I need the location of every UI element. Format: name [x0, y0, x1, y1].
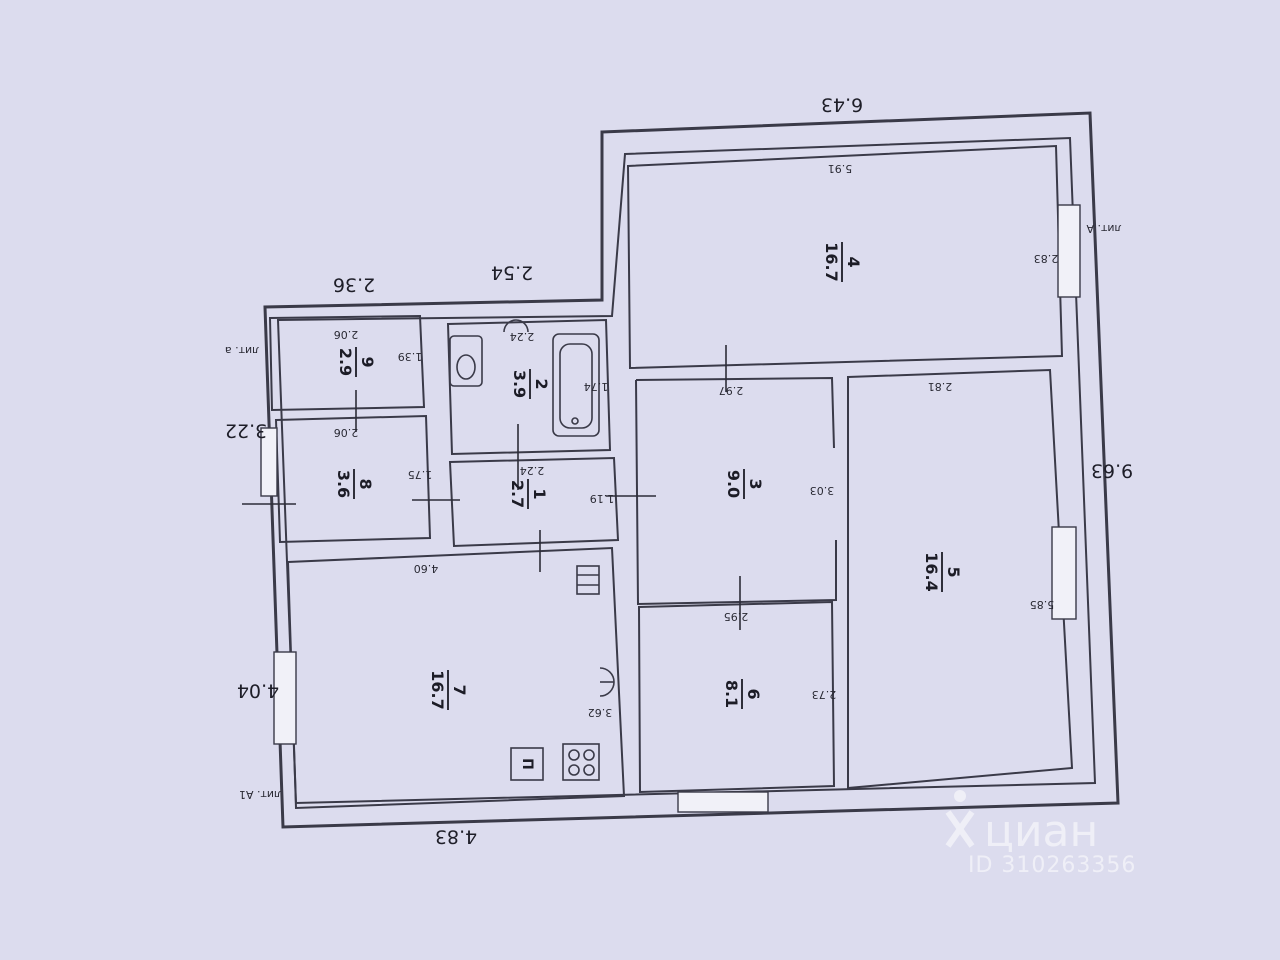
radiator-icon: [576, 565, 600, 595]
room-label-6: 68.1: [722, 679, 763, 709]
lit-label-a-main: лит. А: [1086, 222, 1122, 235]
dim-r1-w: 2.24: [520, 464, 545, 477]
room-number: 2: [532, 378, 551, 389]
window-room7: [273, 651, 297, 745]
room-label-2: 23.9: [510, 369, 551, 399]
room-label-7: 716.7: [428, 670, 469, 710]
room-8-outline: [274, 414, 432, 544]
room-area: 16.7: [822, 242, 841, 281]
lit-label-a-upper: лит. а: [225, 344, 259, 357]
window-room4: [1057, 204, 1081, 298]
dim-outer-top: 6.43: [821, 94, 863, 116]
fixtures: П: [449, 319, 615, 781]
room-label-1: 12.7: [508, 479, 549, 509]
room-4-outline: [626, 144, 1064, 370]
dim-r6-h: 2.73: [812, 688, 837, 701]
room-label-9: 92.9: [336, 347, 377, 377]
room-area: 2.9: [336, 348, 355, 376]
window-room8: [260, 427, 278, 497]
room-area: 8.1: [722, 680, 741, 708]
room-number: 7: [450, 684, 469, 695]
window-room5: [1051, 526, 1077, 620]
dim-outer-left-lower: 4.04: [237, 680, 279, 702]
oven-icon: [510, 747, 544, 781]
room-number: 6: [744, 688, 763, 699]
dim-r7-h: 3.62: [588, 706, 613, 719]
room-2-outline: [446, 318, 612, 456]
window-room6: [677, 791, 769, 813]
room-9-outline: [268, 314, 426, 412]
stove-icon: [562, 743, 600, 781]
stove-letter: П: [519, 758, 535, 770]
room-area: 16.7: [428, 670, 447, 709]
door-ticks: [242, 345, 741, 630]
room-number: 5: [944, 566, 963, 577]
outer-walls: [263, 111, 1120, 829]
room-label-4: 416.7: [822, 242, 863, 282]
room-1-outline: [448, 456, 620, 548]
labels-layer: 6.43 9.63 4.83 4.04 3.22 2.36 2.54 лит. А лит. а…: [225, 94, 1133, 848]
dim-step-left: 2.36: [333, 274, 375, 296]
dim-r9-w: 2.06: [334, 328, 359, 341]
room-number: 4: [844, 256, 863, 267]
toilet-icon: [449, 335, 483, 387]
room-area: 9.0: [724, 470, 743, 498]
dim-r2-h: 1.74: [584, 380, 609, 393]
dim-outer-right: 9.63: [1091, 460, 1133, 482]
dim-r5-w: 2.81: [928, 380, 953, 393]
dim-r4-h: 2.83: [1034, 252, 1059, 265]
room-number: 9: [358, 356, 377, 367]
dim-outer-bottom: 4.83: [435, 826, 477, 848]
dim-step-mid: 2.54: [491, 262, 533, 284]
room-label-3: 39.0: [724, 469, 765, 499]
dim-r9-h: 1.39: [398, 350, 423, 363]
dim-r7-w: 4.60: [414, 562, 439, 575]
bathtub-icon: [552, 333, 600, 437]
room-area: 2.7: [508, 480, 527, 508]
dim-r8-h: 1.75: [408, 468, 433, 481]
lit-label-a1: лит. А1: [239, 788, 281, 801]
room-3-lower: [635, 379, 837, 606]
windows: [260, 204, 1081, 813]
room-label-8: 83.6: [334, 469, 375, 499]
room-7-outline: [286, 546, 626, 810]
dim-r1-h: 1.19: [590, 492, 615, 505]
dim-r5-h: 5.85: [1030, 598, 1055, 611]
room-3-outline: [635, 376, 835, 449]
room-number: 1: [530, 488, 549, 499]
dim-outer-left-upper: 3.22: [225, 420, 267, 442]
room-number: 8: [356, 478, 375, 489]
room-label-5: 516.4: [922, 552, 963, 592]
room-area: 16.4: [922, 552, 941, 591]
cian-id-text: ID 310263356: [968, 853, 1136, 878]
dim-r8-w: 2.06: [334, 426, 359, 439]
room-6-outline: [637, 600, 836, 794]
room-area: 3.9: [510, 370, 529, 398]
dim-r3-h: 3.03: [810, 484, 835, 497]
dim-r6-w: 2.95: [724, 610, 749, 623]
dim-r2-w: 2.24: [510, 330, 535, 343]
room-outlines: [268, 144, 1074, 810]
sink-icon: [503, 319, 529, 333]
room-area: 3.6: [334, 470, 353, 498]
room-number: 3: [746, 478, 765, 489]
cian-watermark: циан ID 310263356: [945, 790, 1136, 878]
room-5-outline: [847, 368, 1074, 790]
cian-brand-text: циан: [984, 806, 1098, 857]
dim-r4-w: 5.91: [828, 162, 853, 175]
dim-r3-w: 2.97: [719, 384, 744, 397]
cian-logo-icon: [945, 790, 975, 848]
